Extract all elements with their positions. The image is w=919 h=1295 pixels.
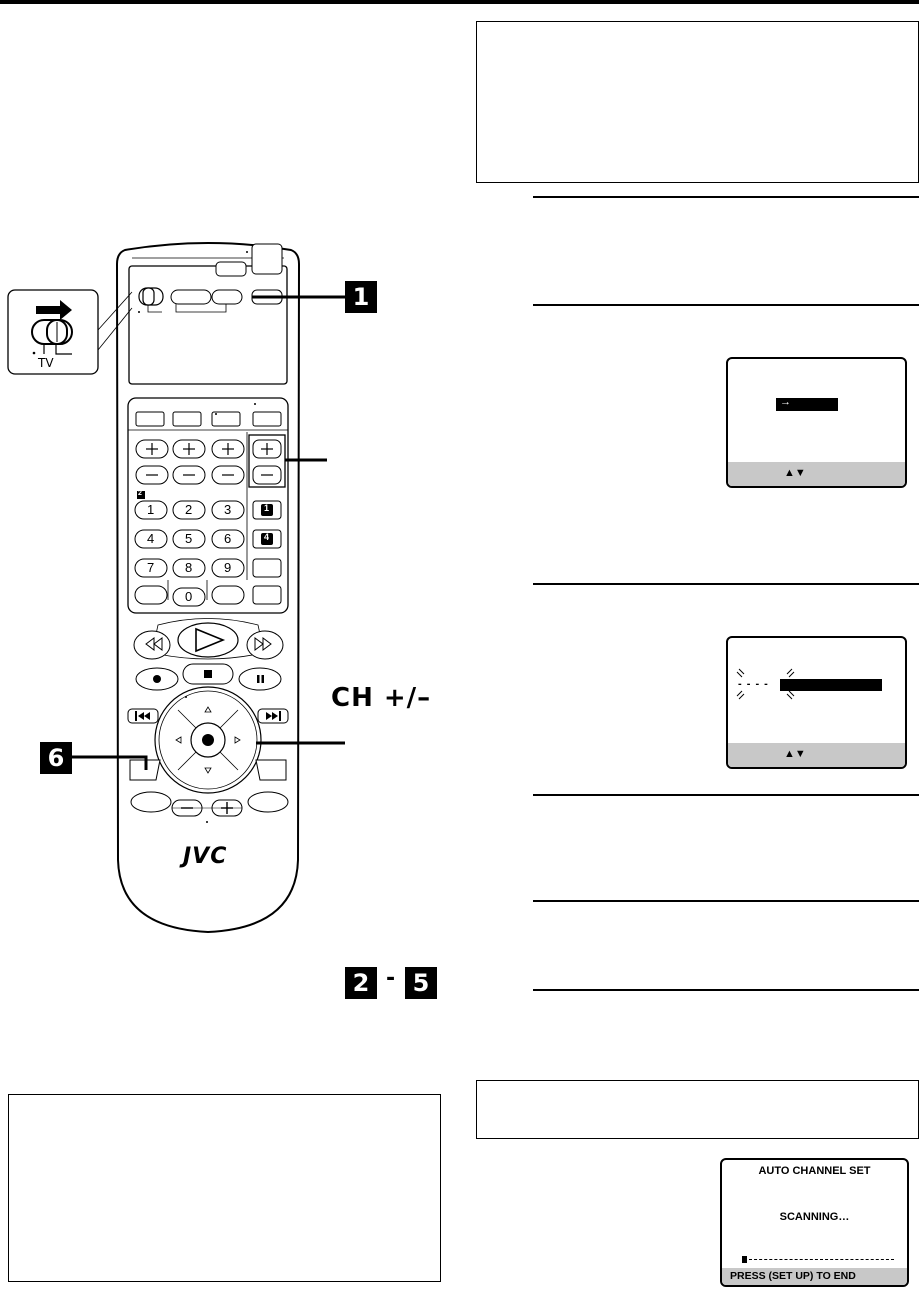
osd-screen-auto-channel: AUTO CHANNEL SET SCANNING… PRESS (SET UP… — [720, 1158, 909, 1287]
osd-footer: ▲▼ — [728, 462, 905, 486]
remote-control-illustration — [7, 242, 345, 934]
step-rule-1 — [533, 196, 919, 198]
osd-footer: ▲▼ — [728, 743, 905, 767]
keypad-4: 4 — [147, 531, 155, 546]
keypad-mark-2: 2 — [138, 490, 142, 497]
progress-bar — [742, 1256, 894, 1264]
keypad-mark-4: 4 — [264, 532, 270, 542]
step-rule-6 — [533, 989, 919, 991]
step-rule-2 — [533, 304, 919, 306]
osd-screen-2: - - - - ▲▼ — [726, 636, 907, 769]
step-rule-4 — [533, 794, 919, 796]
step-rule-5 — [533, 900, 919, 902]
keypad-6: 6 — [224, 531, 232, 546]
keypad-1: 1 — [147, 502, 155, 517]
step-5-badge: 5 — [405, 967, 437, 999]
keypad-2: 2 — [185, 502, 193, 517]
keypad-0: 0 — [185, 589, 193, 604]
keypad-8: 8 — [185, 560, 193, 575]
osd-screen-1: → ▲▼ — [726, 357, 907, 488]
keypad-7: 7 — [147, 560, 155, 575]
osd-footer: PRESS (SET UP) TO END — [722, 1268, 907, 1285]
step-range-dash: - — [386, 966, 396, 991]
osd-title: AUTO CHANNEL SET — [758, 1165, 871, 1177]
osd-status: SCANNING… — [779, 1211, 850, 1223]
step-1-badge: 1 — [345, 281, 377, 313]
step-rule-3 — [533, 583, 919, 585]
osd-highlight-bar — [776, 398, 838, 411]
osd-highlight-bar — [780, 679, 882, 691]
tv-switch-label: TV — [38, 356, 54, 370]
osd-footer-text: PRESS (SET UP) TO END — [730, 1270, 856, 1282]
top-rule — [0, 0, 919, 4]
arrow-right-icon: → — [780, 396, 791, 408]
up-down-arrows-icon: ▲▼ — [784, 748, 806, 760]
note-box-top — [476, 21, 919, 183]
note-box-bottom-left — [8, 1094, 441, 1282]
step-2-badge: 2 — [345, 967, 377, 999]
step-6-badge: 6 — [40, 742, 72, 774]
keypad-mark-1: 1 — [264, 503, 270, 513]
ch-plus-minus-label: CH +/– — [331, 683, 432, 713]
jvc-logo: JVC — [183, 844, 228, 869]
blink-marks-icon — [736, 668, 795, 700]
nav-mark-3: 3 — [205, 974, 210, 983]
note-box-middle — [476, 1080, 919, 1139]
keypad-5: 5 — [185, 531, 193, 546]
keypad-3: 3 — [224, 502, 232, 517]
keypad-9: 9 — [224, 560, 232, 575]
up-down-arrows-icon: ▲▼ — [784, 467, 806, 479]
blinking-dashes: - - - - — [738, 678, 769, 690]
